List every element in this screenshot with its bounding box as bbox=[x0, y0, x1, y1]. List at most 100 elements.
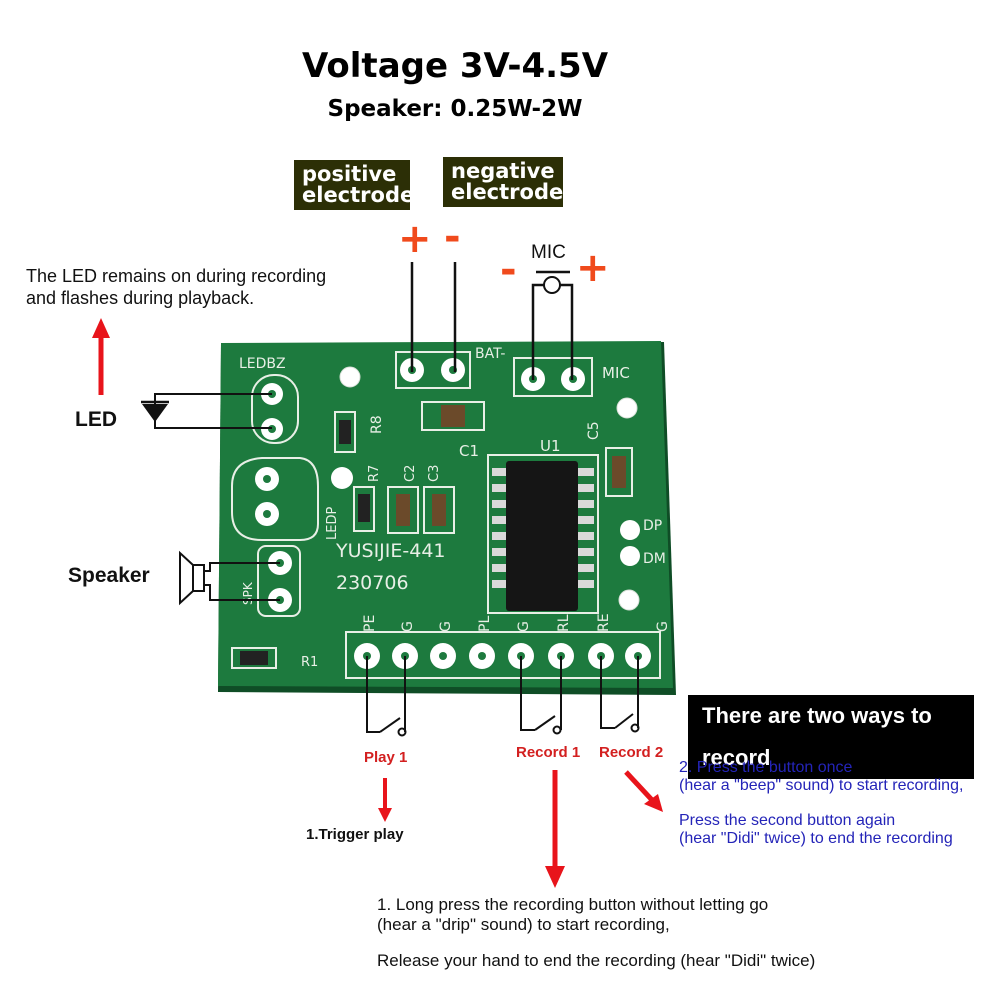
silk-bat: BAT- bbox=[475, 346, 505, 362]
speaker-wire-1 bbox=[204, 562, 280, 572]
method2-line4: (hear "Didi" twice) to end the recording bbox=[679, 830, 953, 847]
silk-r8: R8 bbox=[369, 415, 385, 434]
pad-hole bbox=[478, 652, 486, 660]
c1-capacitor bbox=[441, 405, 465, 427]
c2-outline bbox=[387, 486, 419, 534]
ic-pin bbox=[492, 500, 510, 508]
mounting-hole bbox=[339, 366, 361, 388]
silk-date: 230706 bbox=[336, 572, 409, 594]
mic-plus-wire bbox=[560, 283, 574, 380]
speaker-power-subtitle: Speaker: 0.25W-2W bbox=[327, 96, 583, 122]
led-note: The LED remains on during recording and … bbox=[26, 265, 326, 309]
mounting-hole bbox=[618, 589, 640, 611]
silk-c2: C2 bbox=[403, 465, 418, 482]
method1-line2: (hear a "drip" sound) to start recording… bbox=[377, 915, 670, 934]
bat-pad-outline bbox=[395, 351, 471, 389]
record1-wire-left bbox=[520, 656, 535, 731]
method2-text: 2. Press the button once (hear a "beep" … bbox=[679, 759, 963, 848]
ic-pin bbox=[576, 516, 594, 524]
mic-plus-sign: + bbox=[576, 245, 610, 291]
negative-electrode-box: negative electrode bbox=[443, 157, 563, 207]
battery-minus-sign: - bbox=[444, 214, 461, 260]
ic-pin bbox=[492, 564, 510, 572]
ic-pin bbox=[492, 532, 510, 540]
positive-electrode-label: positive electrode bbox=[302, 162, 415, 207]
trigger-play-label: 1.Trigger play bbox=[306, 826, 404, 843]
play-arrow-down-icon bbox=[378, 808, 392, 822]
speaker-coil bbox=[192, 564, 205, 592]
mic-symbol-icon bbox=[543, 276, 561, 294]
ic-pin bbox=[492, 516, 510, 524]
led-pad-outline bbox=[251, 374, 299, 444]
pad-hole bbox=[263, 510, 271, 518]
negative-electrode-label: negative electrode bbox=[451, 159, 564, 204]
r1-resistor bbox=[240, 651, 268, 665]
u1-pins-left bbox=[492, 468, 510, 588]
method2-line1: 2. Press the button once bbox=[679, 759, 853, 776]
silk-dm: DM bbox=[643, 551, 666, 567]
silk-c1: C1 bbox=[459, 442, 479, 460]
c3-outline bbox=[423, 486, 455, 534]
speaker-icon bbox=[179, 550, 194, 606]
silk-c3: C3 bbox=[427, 465, 442, 482]
positive-electrode-box: positive electrode bbox=[294, 160, 414, 210]
speaker-wire-2 bbox=[204, 584, 280, 601]
silk-pin-re: RE bbox=[596, 613, 612, 632]
silk-c5: C5 bbox=[586, 421, 602, 440]
two-ways-banner: There are two ways to record bbox=[688, 695, 974, 779]
r7-outline bbox=[353, 486, 375, 532]
spacer bbox=[679, 795, 963, 812]
r1-outline bbox=[231, 647, 277, 669]
spacer bbox=[377, 935, 815, 951]
ic-pin bbox=[576, 500, 594, 508]
ic-pin bbox=[576, 532, 594, 540]
silk-mic: MIC bbox=[602, 364, 630, 382]
silk-u1: U1 bbox=[540, 437, 561, 455]
method1-line3: Release your hand to end the recording (… bbox=[377, 951, 816, 970]
silk-pin-g3: G bbox=[516, 621, 532, 632]
u1-chip bbox=[506, 461, 578, 611]
silk-pin-g4: G bbox=[655, 621, 671, 632]
play1-label: Play 1 bbox=[364, 749, 408, 766]
diode-icon bbox=[142, 404, 168, 422]
play1-wire-left bbox=[366, 656, 380, 733]
dp-pad bbox=[620, 520, 640, 540]
mic-minus-wire bbox=[531, 283, 544, 380]
c1-outline bbox=[421, 401, 485, 431]
silk-spk: SPK bbox=[241, 581, 255, 605]
led-note-line1: The LED remains on during recording bbox=[26, 266, 327, 286]
voltage-title: Voltage 3V-4.5V bbox=[301, 46, 609, 86]
ic-pin bbox=[576, 468, 594, 476]
method2-line2: (hear a "beep" sound) to start recording… bbox=[679, 777, 964, 794]
c5-outline bbox=[605, 447, 633, 497]
silk-pin-g2: G bbox=[438, 621, 454, 632]
record2-label: Record 2 bbox=[599, 744, 664, 761]
record1-switch-icon bbox=[552, 725, 562, 735]
silk-pin-pl: PL bbox=[477, 616, 493, 632]
record1-label: Record 1 bbox=[516, 744, 581, 761]
silk-dp: DP bbox=[643, 518, 662, 534]
ic-pin bbox=[576, 548, 594, 556]
dm-pad bbox=[620, 546, 640, 566]
method1-text: 1. Long press the recording button witho… bbox=[377, 895, 815, 971]
method1-line1: 1. Long press the recording button witho… bbox=[377, 895, 769, 914]
test-dot bbox=[331, 467, 353, 489]
ic-pin bbox=[492, 580, 510, 588]
c2-capacitor bbox=[396, 494, 410, 526]
c3-capacitor bbox=[432, 494, 446, 526]
c5-capacitor bbox=[612, 456, 626, 488]
pad-hole bbox=[439, 652, 447, 660]
ledp-outline bbox=[231, 457, 319, 541]
speaker-label: Speaker bbox=[68, 564, 150, 587]
mic-minus-sign: - bbox=[500, 247, 517, 293]
pin-header-outline bbox=[345, 631, 661, 679]
silk-pin-pe: PE bbox=[362, 615, 378, 632]
record2-switch-lever bbox=[614, 713, 634, 729]
silk-model: YUSIJIE-441 bbox=[335, 540, 446, 562]
mic-pad-outline bbox=[513, 357, 593, 397]
pad-hole bbox=[263, 475, 271, 483]
ic-pin bbox=[492, 548, 510, 556]
led-note-line2: and flashes during playback. bbox=[26, 288, 255, 308]
u1-outline bbox=[487, 454, 599, 614]
